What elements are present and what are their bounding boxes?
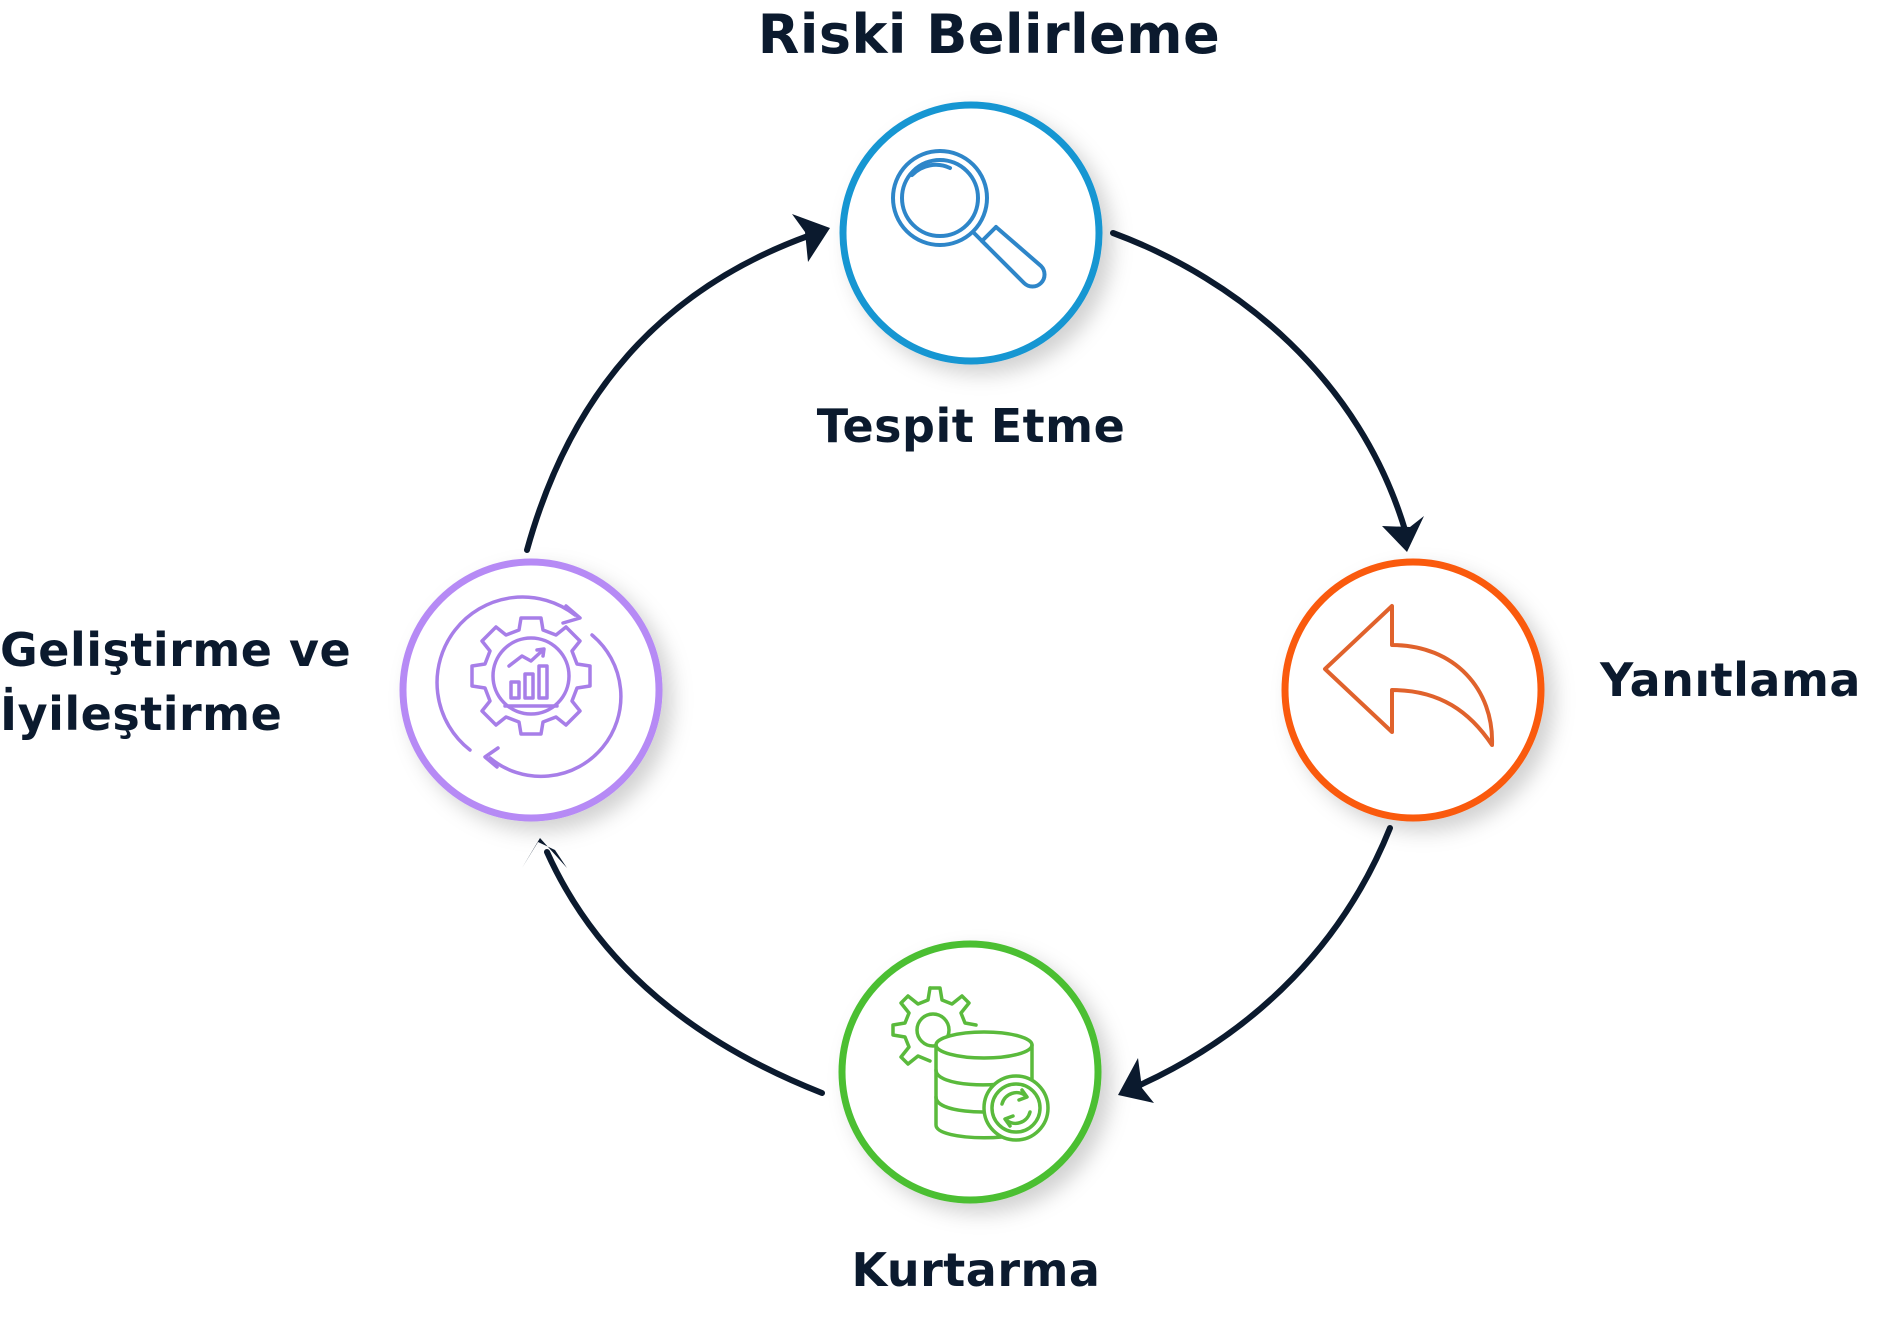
- arrow-heads: [522, 214, 1424, 1103]
- arrow-respond-to-recover: [1137, 825, 1393, 1088]
- step-improve-label-line2: İyileştirme: [0, 687, 283, 741]
- magnifier-icon: [891, 149, 1047, 289]
- reply-arrow-icon: [1323, 604, 1495, 747]
- arrowhead-detect: [792, 214, 830, 262]
- step-detect: [839, 101, 1103, 365]
- step-respond: [1281, 558, 1545, 822]
- arrow-improve-to-detect: [524, 233, 811, 553]
- step-recover-circle: [838, 940, 1102, 1204]
- step-improve-label-line1: Geliştirme ve: [0, 623, 352, 677]
- step-improve: [399, 558, 663, 822]
- arrowhead-improve: [522, 838, 567, 868]
- gear-chart-cycle-icon: [435, 595, 623, 779]
- step-recover: [838, 940, 1102, 1204]
- database-sync-icon: [891, 986, 1050, 1142]
- cycle-arrows: [524, 230, 1408, 1096]
- arrow-recover-to-improve: [544, 849, 825, 1096]
- step-recover-label: Kurtarma: [851, 1243, 1101, 1297]
- arrowhead-respond: [1382, 516, 1424, 552]
- arrowhead-recover: [1118, 1058, 1154, 1103]
- step-respond-label: Yanıtlama: [1600, 653, 1861, 707]
- arrow-detect-to-respond: [1110, 230, 1408, 533]
- step-detect-label: Tespit Etme: [816, 399, 1126, 453]
- step-improve-label: Geliştirme ve İyileştirme: [0, 618, 351, 746]
- diagram-title: Riski Belirleme: [757, 3, 1221, 66]
